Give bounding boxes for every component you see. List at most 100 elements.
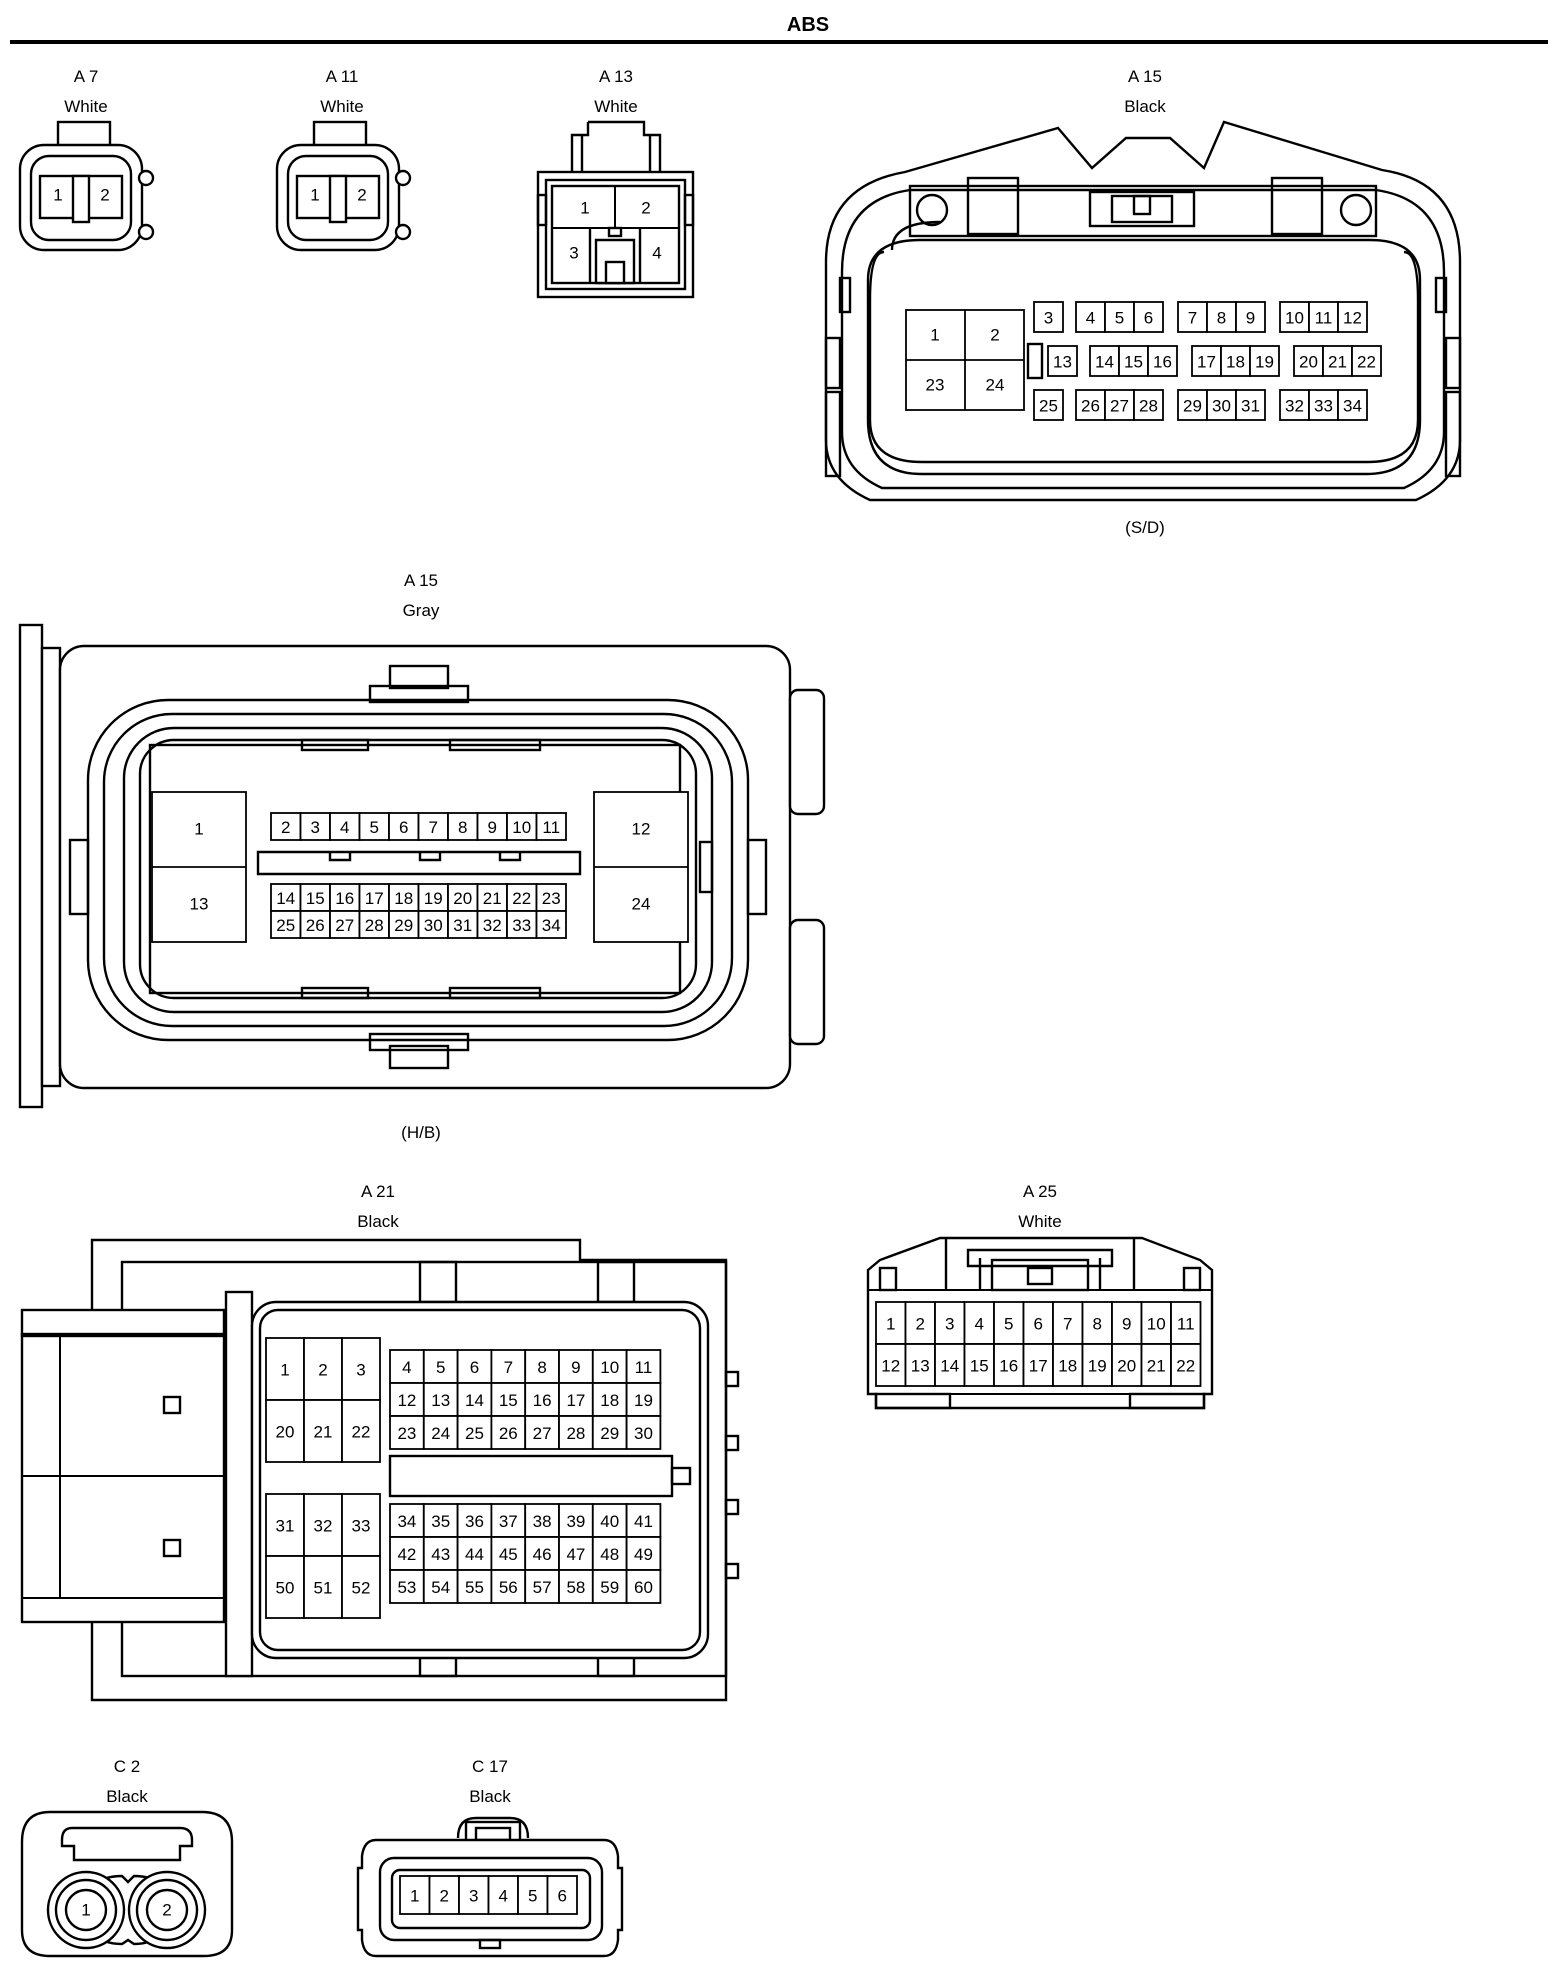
a25-pin-number: 16 <box>999 1357 1018 1376</box>
a25-pin-number: 20 <box>1117 1357 1136 1376</box>
a15-black-pin-cell <box>1293 345 1324 377</box>
a21-pin-number: 37 <box>499 1512 518 1531</box>
a15-gray-pin-cell <box>535 812 567 841</box>
a15-gray-pin-number: 31 <box>453 916 472 935</box>
a7-pins: 1 2 <box>53 186 109 205</box>
a15-black-pin-number: 10 <box>1285 309 1304 328</box>
a15-black-pin-cell <box>1322 345 1353 377</box>
a21-pin-number: 58 <box>566 1578 585 1597</box>
a13-housing <box>536 120 695 299</box>
a15-gray-pin-cell <box>506 883 538 912</box>
a15-gray-color: Gray <box>403 601 440 620</box>
svg-text:13: 13 <box>190 895 209 914</box>
a21-pin-number: 35 <box>431 1512 450 1531</box>
a15-gray-pin-cell <box>329 910 361 939</box>
a15-gray-pin-number: 4 <box>340 818 349 837</box>
a15-gray-pin-number: 26 <box>306 916 325 935</box>
a21-pin-number: 21 <box>314 1423 333 1442</box>
a21-pin-number: 1 <box>280 1361 289 1380</box>
a21-color: Black <box>357 1212 399 1231</box>
a21-pin-number: 8 <box>537 1358 546 1377</box>
a25-pin-cell <box>1111 1301 1143 1345</box>
a15-black-pin-number: 8 <box>1217 309 1226 328</box>
a21-pin-cell <box>625 1569 662 1604</box>
a25-pin-number: 19 <box>1088 1357 1107 1376</box>
a15-gray-pin-number: 3 <box>311 818 320 837</box>
a25-pin-number: 4 <box>975 1315 984 1334</box>
a15-black-pin-cell <box>1351 345 1382 377</box>
a15-black-pin-number: 33 <box>1314 397 1333 416</box>
a15-gray-pin-number: 6 <box>399 818 408 837</box>
c17-pin-number: 3 <box>469 1887 478 1906</box>
a15-gray-pin-cell <box>358 883 390 912</box>
a25-pin-cell <box>1052 1343 1084 1387</box>
a25-pin-number: 11 <box>1177 1315 1195 1334</box>
a15-black-pin-cell <box>1133 389 1164 421</box>
svg-text:4: 4 <box>652 244 661 263</box>
a21-pin-cell <box>625 1503 662 1538</box>
page-title: ABS <box>787 14 829 36</box>
connector-a7: A 7 White 1 2 <box>18 67 155 252</box>
a21-pin-number: 39 <box>566 1512 585 1531</box>
svg-text:2: 2 <box>641 199 650 218</box>
a15-gray-note: (H/B) <box>401 1123 441 1142</box>
a15-gray-pin-number: 7 <box>429 818 438 837</box>
a21-pin-cell <box>456 1415 493 1450</box>
a15-black-name: A 15 <box>1128 67 1162 86</box>
a25-pin-cell <box>875 1343 907 1387</box>
a7-color: White <box>64 97 107 116</box>
a15-black-pin-number: 17 <box>1197 353 1216 372</box>
a15-gray-pin-number: 33 <box>512 916 531 935</box>
svg-text:1: 1 <box>580 199 589 218</box>
a21-pin-cell <box>341 1337 381 1401</box>
a15-black-pin-number: 31 <box>1241 397 1260 416</box>
a15-black-pin-number: 7 <box>1188 309 1197 328</box>
a15-black-pin-cell <box>1279 301 1310 333</box>
c17-pin-number: 5 <box>528 1887 537 1906</box>
a15-gray-pin-number: 21 <box>483 889 502 908</box>
a21-pin-number: 19 <box>634 1391 653 1410</box>
a25-pin-number: 7 <box>1063 1315 1072 1334</box>
a21-pin-number: 53 <box>397 1578 416 1597</box>
a25-pin-number: 2 <box>916 1315 925 1334</box>
a21-pin-number: 11 <box>635 1358 653 1377</box>
a15-gray-pin-number: 20 <box>453 889 472 908</box>
a21-pin-number: 7 <box>504 1358 513 1377</box>
a25-pin-number: 10 <box>1147 1315 1166 1334</box>
a21-pin-number: 16 <box>533 1391 552 1410</box>
a15-gray-pin-cell <box>535 883 567 912</box>
a15-black-pin-cell <box>1177 389 1208 421</box>
svg-text:2: 2 <box>100 186 109 205</box>
a21-pin-number: 36 <box>465 1512 484 1531</box>
a21-housing <box>20 1238 740 1702</box>
a15-gray-pin-number: 30 <box>424 916 443 935</box>
a11-housing <box>275 120 412 252</box>
c2-color: Black <box>106 1787 148 1806</box>
a21-pin-number: 47 <box>566 1545 585 1564</box>
a15-black-pin-cell <box>1033 301 1064 333</box>
a21-pin-number: 14 <box>465 1391 484 1410</box>
a25-pin-cell <box>1022 1343 1054 1387</box>
a25-pin-number: 3 <box>945 1315 954 1334</box>
a15-black-pin-number: 21 <box>1328 353 1347 372</box>
a15-black-pin-number: 27 <box>1110 397 1129 416</box>
a21-name: A 21 <box>361 1182 395 1201</box>
svg-text:2: 2 <box>990 326 999 345</box>
a15-black-pin-cell <box>1206 301 1237 333</box>
svg-text:1: 1 <box>81 1901 90 1920</box>
a15-black-pin-cell <box>1147 345 1178 377</box>
a25-pin-number: 12 <box>881 1357 900 1376</box>
a21-pin-number: 46 <box>533 1545 552 1564</box>
a15-black-pin-number: 13 <box>1053 353 1072 372</box>
a15-black-pin-cell <box>1337 389 1368 421</box>
a25-pin-cell <box>993 1343 1025 1387</box>
a21-pin-number: 45 <box>499 1545 518 1564</box>
a15-black-pin-cell <box>1177 301 1208 333</box>
a15-gray-pin-number: 34 <box>542 916 561 935</box>
a21-pin-number: 30 <box>634 1424 653 1443</box>
a15-black-pin-number: 5 <box>1115 309 1124 328</box>
a21-pin-cell <box>422 1569 459 1604</box>
connector-a15-gray: A 15 Gray (H/B) <box>18 571 826 1142</box>
